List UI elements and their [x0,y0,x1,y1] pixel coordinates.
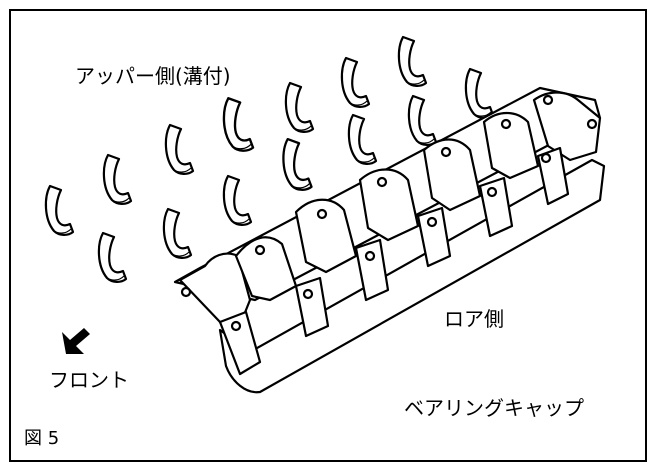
front-label: フロント [49,368,129,392]
lower-shell-3 [222,174,253,226]
lower-shell-2 [162,207,193,259]
upper-side-label: アッパー側(溝付) [75,64,231,88]
upper-shell-2 [102,153,133,205]
upper-shell-6 [340,56,371,108]
lower-shell-4 [282,137,313,192]
lower-shell-6 [407,94,438,146]
upper-shell-3 [164,123,195,175]
upper-shell-5 [284,81,315,133]
arrow-down-left-icon [62,328,90,354]
upper-shell-7 [397,35,428,87]
lower-side-label: ロア側 [444,307,504,331]
lower-shell-7 [464,67,495,119]
figure-number: 図 5 [24,428,60,449]
upper-shell-1 [44,184,75,236]
bearing-cap-assembly [173,86,606,394]
upper-shell-4 [222,96,255,153]
bearing-cap-label: ベアリングキャップ [404,396,584,420]
lower-shell-5 [347,113,378,165]
lower-shell-1 [97,231,128,283]
